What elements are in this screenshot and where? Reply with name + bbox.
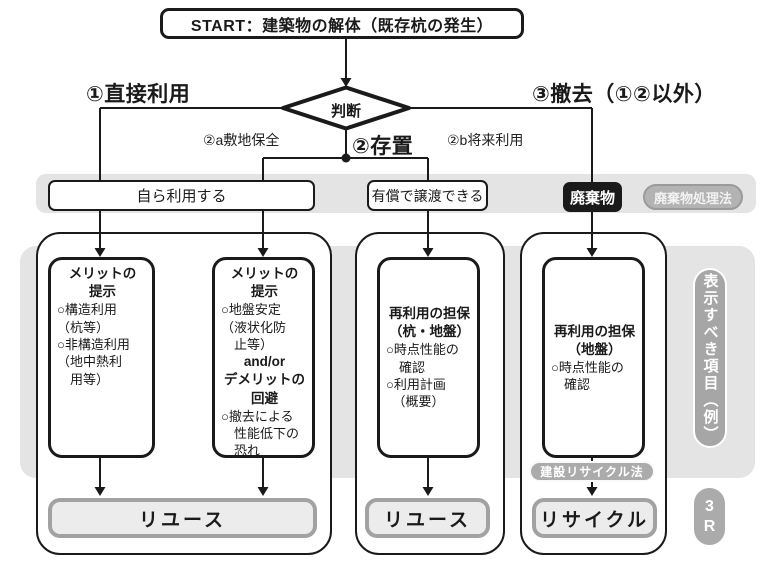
waste-label: 廃棄物	[569, 189, 615, 207]
detail-box1-body: ○構造利用 （杭等） ○非構造利用 （地中熱利 用等）	[57, 302, 130, 387]
output-reuse-left-label: リユース	[138, 509, 227, 531]
detail-box-merit-direct: メリットの 提示 ○構造利用 （杭等） ○非構造利用 （地中熱利 用等）	[48, 257, 155, 458]
waste-node: 廃棄物	[563, 182, 622, 212]
detail-box1-heading: メリットの 提示	[68, 266, 137, 300]
output-reuse-mid: リユース	[365, 498, 490, 538]
detail-box-reuse-guarantee-pile: 再利用の担保 （杭・地盤） ○時点性能の 確認 ○利用計画 （概要）	[377, 257, 480, 458]
detail-box2-heading2: デメリットの 回避	[224, 372, 305, 406]
detail-box3-body: ○時点性能の 確認 ○利用計画 （概要）	[386, 342, 459, 410]
detail-box2-body1: ○地盤安定 （液状化防 止等）	[221, 302, 287, 352]
branch-label-removal: ③撤去（①②以外）	[532, 83, 716, 106]
construction-recycle-law-badge: 建設リサイクル法	[529, 461, 655, 482]
self-use-label: 自ら利用する	[136, 188, 227, 205]
branch-label-future-use: ②b将来利用	[447, 132, 524, 148]
start-node: START：建築物の解体（既存杭の発生）	[160, 8, 524, 39]
detail-box2-connector: and/or	[243, 354, 286, 370]
detail-box-merit-demerit: メリットの 提示 ○地盤安定 （液状化防 止等） and/or デメリットの 回…	[212, 257, 315, 458]
detail-box4-heading: 再利用の担保 （地盤）	[554, 323, 635, 357]
display-items-badge: 表示すべき項目（例）	[693, 268, 727, 448]
detail-box2-heading: メリットの 提示	[230, 266, 299, 300]
paid-transfer-label: 有償で譲渡できる	[371, 187, 484, 204]
three-r-badge: 3 R	[694, 488, 725, 545]
construction-recycle-law-label: 建設リサイクル法	[540, 465, 644, 479]
waste-law-badge: 廃棄物処理法	[643, 184, 743, 210]
output-recycle-label: リサイクル	[539, 509, 650, 531]
display-items-label: 表示すべき項目（例）	[701, 273, 719, 443]
start-label: START：建築物の解体（既存杭の発生）	[190, 17, 494, 35]
branch-label-direct-use: ①直接利用	[86, 83, 191, 106]
decision-diamond	[281, 85, 411, 131]
output-reuse-mid-label: リユース	[383, 509, 472, 531]
output-recycle: リサイクル	[532, 498, 657, 538]
paid-transfer-node: 有償で譲渡できる	[367, 180, 488, 211]
detail-box4-body: ○時点性能の 確認	[551, 359, 624, 393]
decision-label: 判断	[330, 103, 361, 120]
detail-box3-heading: 再利用の担保 （杭・地盤）	[389, 306, 470, 340]
output-reuse-left: リユース	[48, 498, 317, 538]
waste-law-label: 廃棄物処理法	[653, 190, 732, 206]
branch-label-site-preservation: ②a敷地保全	[203, 132, 280, 148]
branch-label-leave-in-place: ②存置	[352, 135, 414, 158]
detail-box-reuse-guarantee-ground: 再利用の担保 （地盤） ○時点性能の 確認	[542, 257, 645, 458]
self-use-node: 自ら利用する	[48, 180, 315, 211]
detail-box2-body2: ○撤去による 性能低下の 恐れ	[221, 408, 300, 459]
